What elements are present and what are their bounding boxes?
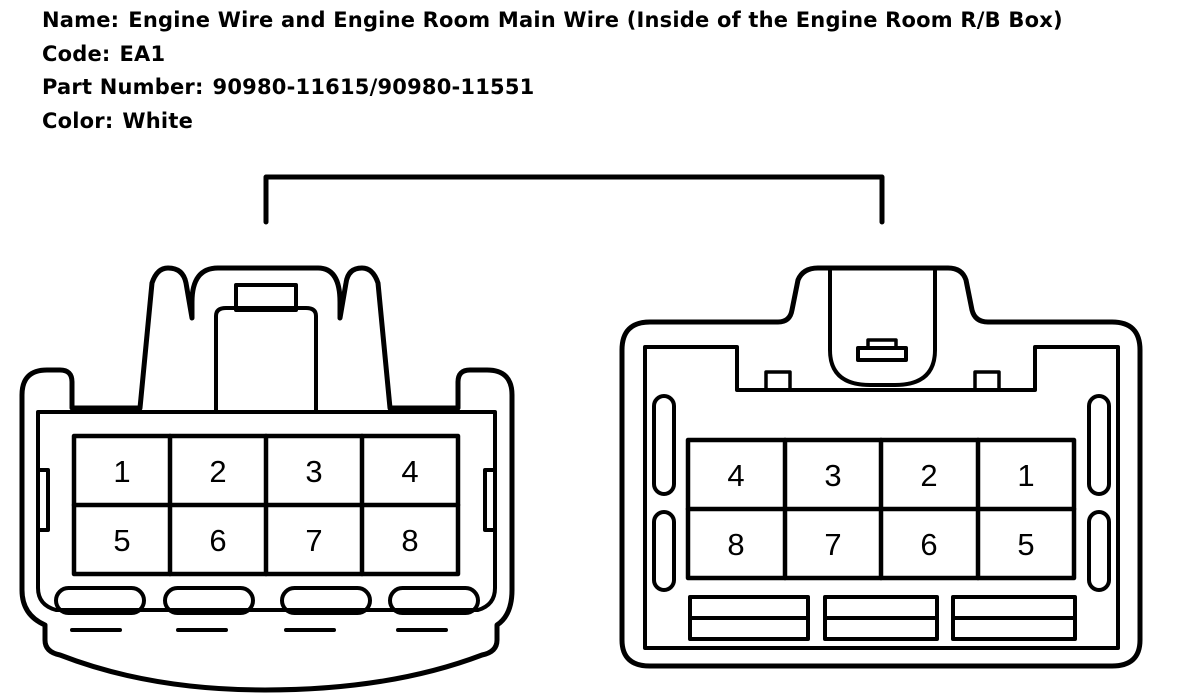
right-post-right — [973, 370, 1001, 392]
right-pin-7: 7 — [824, 527, 841, 562]
right-pin-labels: 4 3 2 1 8 7 6 5 — [727, 458, 1034, 562]
left-pin-labels: 1 2 3 4 5 6 7 8 — [113, 454, 418, 558]
code-value: EA1 — [119, 41, 166, 66]
name-row: Name: Engine Wire and Engine Room Main Wi… — [42, 4, 1063, 38]
left-pin-4: 4 — [401, 454, 418, 489]
left-pin-3: 3 — [305, 454, 322, 489]
right-housing-outline — [619, 265, 1143, 669]
left-inner-rim — [36, 410, 497, 612]
right-pin-1: 1 — [1017, 458, 1034, 493]
code-row: Code: EA1 — [42, 38, 1063, 72]
color-value: White — [122, 108, 194, 133]
left-pin-5: 5 — [113, 523, 130, 558]
right-lock-well — [828, 268, 937, 387]
right-guide-slot-top-left — [652, 394, 676, 496]
right-retainer-blocks — [688, 595, 1077, 641]
right-pin-8: 8 — [727, 527, 744, 562]
right-pin-5: 5 — [1017, 527, 1034, 562]
left-lock-latch — [234, 283, 298, 312]
right-guide-slot-top-right — [1087, 394, 1111, 496]
connector-info: Name: Engine Wire and Engine Room Main Wi… — [42, 4, 1063, 138]
left-retainer-slot-3 — [280, 586, 372, 615]
left-pin-7: 7 — [305, 523, 322, 558]
right-lock-latch — [856, 346, 908, 362]
right-inner-wall — [643, 345, 1120, 650]
left-pin-6: 6 — [209, 523, 226, 558]
right-pin-2: 2 — [920, 458, 937, 493]
right-pin-3: 3 — [824, 458, 841, 493]
left-retainer-slot-2 — [163, 586, 255, 615]
part-number-row: Part Number: 90980-11615/90980-11551 — [42, 71, 1063, 105]
part-number-label: Part Number: — [42, 75, 204, 99]
right-latch-line — [866, 338, 898, 350]
name-label: Name: — [42, 8, 120, 32]
left-side-guide-right — [483, 468, 497, 532]
left-pin-2: 2 — [209, 454, 226, 489]
left-connector: 1 2 3 4 5 6 7 8 — [19, 265, 515, 693]
right-guide-slot-bottom-left — [652, 510, 676, 592]
code-label: Code: — [42, 41, 111, 66]
left-pin-1: 1 — [113, 454, 130, 489]
left-lock-tab — [214, 306, 318, 414]
left-pin-8: 8 — [401, 523, 418, 558]
left-side-guide-left — [36, 468, 50, 532]
left-housing-outline — [19, 265, 515, 693]
right-post-left — [764, 370, 792, 392]
right-pin-4: 4 — [727, 458, 744, 493]
color-row: Color: White — [42, 105, 1063, 139]
color-label: Color: — [42, 108, 114, 133]
left-retainer-slot-4 — [388, 586, 480, 615]
name-value: Engine Wire and Engine Room Main Wire (I… — [128, 8, 1063, 32]
right-connector: 4 3 2 1 8 7 6 5 — [619, 265, 1143, 669]
left-retainer-slot-1 — [54, 586, 146, 615]
pairing-bracket — [263, 174, 885, 225]
right-guide-slot-bottom-right — [1087, 510, 1111, 592]
right-terminal-grid — [685, 437, 1077, 581]
part-number-value: 90980-11615/90980-11551 — [212, 75, 535, 99]
right-pin-6: 6 — [920, 527, 937, 562]
left-terminal-grid — [71, 433, 461, 577]
